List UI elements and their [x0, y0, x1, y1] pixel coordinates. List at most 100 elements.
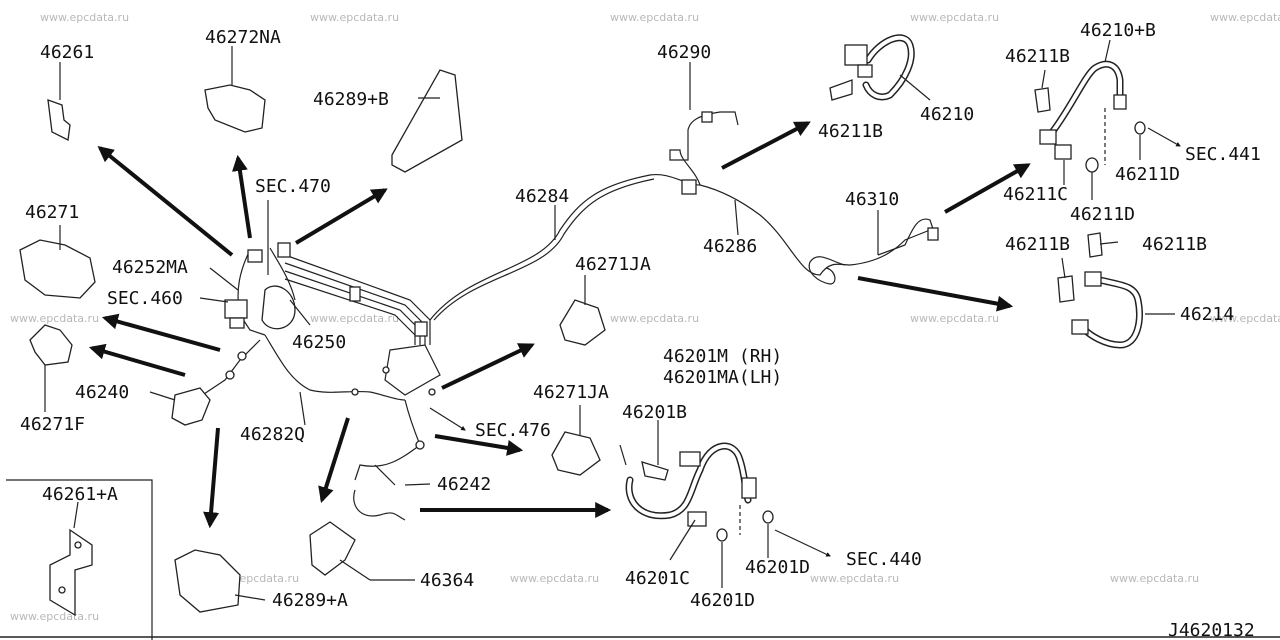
label-46282Q: 46282Q: [240, 424, 305, 445]
clip-46289B: [391, 69, 463, 173]
arrow-to-46272NA: [231, 154, 252, 239]
diagram-code: J4620132: [1168, 620, 1255, 640]
label-sec441: SEC.441: [1185, 144, 1261, 165]
watermark: www.epcdata.ru: [910, 312, 999, 325]
watermark: www.epcdata.ru: [810, 572, 899, 585]
hose-46210B: [1046, 60, 1124, 139]
watermark: www.epcdata.ru: [10, 610, 99, 623]
hose-46201-assembly: [619, 442, 774, 542]
clip-46272NA: [204, 84, 266, 133]
label-sec470: SEC.470: [255, 176, 331, 197]
label-sec440: SEC.440: [846, 549, 922, 570]
bolt-46211C: [1054, 144, 1072, 160]
clips-left: [19, 69, 606, 613]
label-46211C: 46211C: [1003, 184, 1068, 205]
hose-46214-assembly: [1057, 232, 1143, 349]
bolt-46201C: [687, 511, 707, 527]
arrow-to-46271: [101, 313, 221, 352]
junction-block: [384, 344, 441, 396]
arrow-to-46364: [318, 417, 350, 504]
label-46289A: 46289+A: [272, 590, 348, 611]
pipe-46242-end: [353, 489, 406, 521]
master-cylinder-area: [224, 242, 436, 450]
label-46261: 46261: [40, 42, 94, 63]
clip-46271: [19, 239, 96, 299]
clip-46201B: [641, 461, 669, 481]
label-46201C: 46201C: [625, 568, 690, 589]
clip-46240: [171, 387, 211, 426]
label-46211D-top: 46211D: [1115, 164, 1180, 185]
label-46242: 46242: [437, 474, 491, 495]
arrow-to-46271JA-b: [434, 434, 524, 456]
pipe-46310: [681, 111, 939, 256]
label-46240: 46240: [75, 382, 129, 403]
clip-46261: [47, 99, 71, 141]
watermark: www.epcdata.ru: [910, 11, 999, 24]
watermarks: www.epcdata.ru www.epcdata.ru www.epcdat…: [10, 11, 1280, 623]
label-46201D-bottom: 46201D: [690, 590, 755, 611]
bracket-46364: [309, 521, 356, 576]
label-46201M: 46201M (RH): [663, 346, 782, 367]
arrow-to-46289B: [294, 188, 388, 245]
label-46201MA: 46201MA(LH): [663, 367, 782, 388]
watermark: www.epcdata.ru: [310, 312, 399, 325]
label-46211B-lower: 46211B: [1005, 234, 1070, 255]
label-46210B: 46210+B: [1080, 20, 1156, 41]
arrow-to-sec476: [429, 407, 466, 431]
label-46289B: 46289+B: [313, 89, 389, 110]
inset-frame: [6, 479, 153, 640]
arrow-to-sec440: [774, 529, 831, 557]
watermark: www.epcdata.ru: [10, 312, 99, 325]
clip-46271F: [29, 324, 73, 366]
clip-46211B-lower-2: [1087, 232, 1103, 258]
label-46201D-right: 46201D: [745, 557, 810, 578]
part-labels: 46261 46272NA 46289+B 46290 46211B 46210…: [20, 20, 1261, 640]
label-46250: 46250: [292, 332, 346, 353]
hose-46210B-assembly: [1034, 60, 1146, 173]
watermark: www.epcdata.ru: [1210, 312, 1280, 325]
arrow-to-46271JA: [441, 343, 535, 390]
clip-46271JA-top: [559, 299, 606, 346]
label-46271F: 46271F: [20, 414, 85, 435]
arrow-to-46261: [97, 145, 234, 257]
label-46211B-top: 46211B: [818, 121, 883, 142]
clip-46211B-right: [1034, 87, 1051, 113]
clip-46289A: [174, 549, 241, 613]
connector-46252MA: [224, 299, 248, 319]
label-46211B-lower-2: 46211B: [1142, 234, 1207, 255]
watermark: www.epcdata.ru: [510, 572, 599, 585]
label-46201B: 46201B: [622, 402, 687, 423]
inset-box: [6, 479, 153, 640]
arrow-to-46210: [721, 121, 811, 170]
label-46214: 46214: [1180, 304, 1234, 325]
watermark: www.epcdata.ru: [1210, 11, 1280, 24]
bracket-46261A: [49, 528, 93, 617]
hose-46210-assembly: [829, 34, 915, 101]
label-46271: 46271: [25, 202, 79, 223]
label-46271JA-bottom: 46271JA: [533, 382, 609, 403]
label-46286: 46286: [703, 236, 757, 257]
pipe-bundle: [284, 254, 431, 345]
arrow-to-46214: [857, 276, 1014, 312]
arrow-to-46271F: [88, 343, 186, 377]
clip-46211B-top: [829, 79, 853, 101]
clip-46271JA-bottom: [551, 431, 601, 476]
pipe-46242: [354, 399, 421, 481]
label-46290: 46290: [657, 42, 711, 63]
leader-lines: [44, 39, 1175, 601]
label-46211B-right: 46211B: [1005, 46, 1070, 67]
master-cylinder-46250: [261, 285, 296, 330]
pipe-46282Q: [264, 334, 406, 401]
label-46210: 46210: [920, 104, 974, 125]
label-46261A: 46261+A: [42, 484, 118, 505]
arrow-to-46289A: [203, 427, 220, 529]
label-46310: 46310: [845, 189, 899, 210]
watermark: www.epcdata.ru: [40, 11, 129, 24]
hose-46210: [862, 34, 915, 101]
pipe-46310-loop: [808, 256, 846, 285]
arrow-to-46210B: [944, 163, 1031, 214]
label-46364: 46364: [420, 570, 474, 591]
label-46211D-mid: 46211D: [1070, 204, 1135, 225]
label-46284: 46284: [515, 186, 569, 207]
